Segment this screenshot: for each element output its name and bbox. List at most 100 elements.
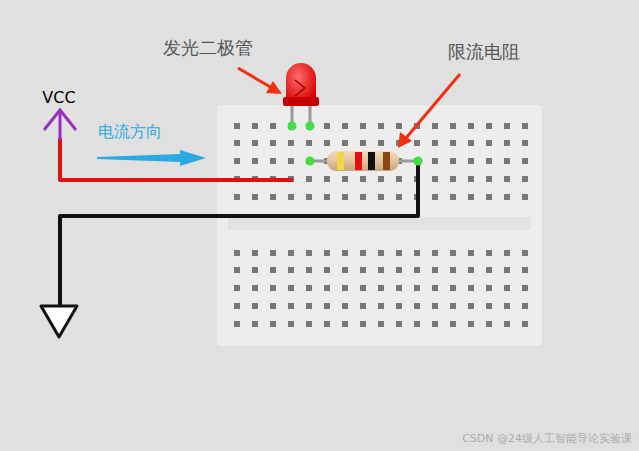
breadboard-hole bbox=[414, 250, 420, 256]
breadboard-hole bbox=[378, 140, 384, 146]
breadboard-hole bbox=[252, 123, 258, 129]
pin-dot bbox=[306, 122, 315, 131]
breadboard-hole bbox=[432, 250, 438, 256]
breadboard-hole bbox=[306, 140, 312, 146]
breadboard-hole bbox=[378, 176, 384, 182]
breadboard-hole bbox=[414, 140, 420, 146]
breadboard-hole bbox=[378, 285, 384, 291]
pin-dot bbox=[306, 157, 315, 166]
breadboard-hole bbox=[360, 194, 366, 200]
breadboard-hole bbox=[342, 176, 348, 182]
breadboard-hole bbox=[270, 321, 276, 327]
breadboard-hole bbox=[324, 140, 330, 146]
breadboard-hole bbox=[360, 285, 366, 291]
breadboard-hole bbox=[504, 194, 510, 200]
breadboard-hole bbox=[432, 123, 438, 129]
breadboard-hole bbox=[342, 267, 348, 273]
breadboard-hole bbox=[234, 123, 240, 129]
resistor-band bbox=[337, 152, 344, 170]
breadboard-hole bbox=[324, 123, 330, 129]
breadboard-hole bbox=[468, 176, 474, 182]
breadboard-hole bbox=[450, 250, 456, 256]
breadboard-hole bbox=[450, 303, 456, 309]
breadboard-hole bbox=[306, 285, 312, 291]
pin-dot bbox=[414, 157, 423, 166]
breadboard-hole bbox=[234, 140, 240, 146]
breadboard-hole bbox=[504, 140, 510, 146]
breadboard-hole bbox=[450, 140, 456, 146]
breadboard-hole bbox=[522, 250, 528, 256]
breadboard-hole bbox=[432, 194, 438, 200]
breadboard-hole bbox=[396, 321, 402, 327]
breadboard-hole bbox=[234, 303, 240, 309]
breadboard-hole bbox=[252, 194, 258, 200]
breadboard-hole bbox=[252, 285, 258, 291]
breadboard-hole bbox=[432, 158, 438, 164]
breadboard-hole bbox=[234, 285, 240, 291]
ground-wire bbox=[60, 165, 418, 305]
breadboard-hole bbox=[270, 194, 276, 200]
breadboard-hole bbox=[450, 176, 456, 182]
breadboard-hole bbox=[270, 123, 276, 129]
breadboard-hole bbox=[234, 158, 240, 164]
breadboard-hole bbox=[522, 285, 528, 291]
breadboard-hole bbox=[324, 267, 330, 273]
breadboard-hole bbox=[486, 321, 492, 327]
breadboard-hole bbox=[306, 303, 312, 309]
breadboard-hole bbox=[252, 303, 258, 309]
resistor-symbol bbox=[327, 151, 399, 171]
breadboard-hole bbox=[306, 321, 312, 327]
breadboard-hole bbox=[522, 176, 528, 182]
breadboard-hole bbox=[342, 194, 348, 200]
breadboard-hole bbox=[504, 267, 510, 273]
breadboard-hole bbox=[324, 194, 330, 200]
breadboard-hole bbox=[324, 176, 330, 182]
breadboard-hole bbox=[468, 194, 474, 200]
breadboard-hole bbox=[234, 321, 240, 327]
breadboard-hole bbox=[468, 321, 474, 327]
breadboard-hole bbox=[432, 267, 438, 273]
breadboard-hole bbox=[234, 250, 240, 256]
breadboard-hole bbox=[360, 321, 366, 327]
breadboard-hole bbox=[378, 123, 384, 129]
breadboard-hole bbox=[252, 321, 258, 327]
breadboard-hole bbox=[396, 267, 402, 273]
led-rim bbox=[283, 97, 319, 106]
breadboard-hole bbox=[288, 158, 294, 164]
breadboard-hole bbox=[522, 140, 528, 146]
breadboard-holes bbox=[234, 123, 528, 327]
breadboard-hole bbox=[432, 321, 438, 327]
resistor-band bbox=[368, 152, 375, 170]
breadboard-hole bbox=[396, 194, 402, 200]
breadboard-hole bbox=[306, 176, 312, 182]
breadboard-hole bbox=[468, 250, 474, 256]
breadboard-hole bbox=[450, 267, 456, 273]
current-arrow bbox=[97, 150, 206, 166]
breadboard-hole bbox=[288, 321, 294, 327]
breadboard-hole bbox=[486, 194, 492, 200]
vcc-symbol bbox=[44, 110, 76, 130]
resistor-band bbox=[383, 152, 390, 170]
breadboard-hole bbox=[288, 267, 294, 273]
breadboard-hole bbox=[378, 303, 384, 309]
breadboard-hole bbox=[270, 303, 276, 309]
breadboard-hole bbox=[306, 250, 312, 256]
breadboard-hole bbox=[360, 303, 366, 309]
breadboard-hole bbox=[378, 321, 384, 327]
resistor-band bbox=[355, 152, 362, 170]
breadboard-hole bbox=[450, 158, 456, 164]
breadboard-hole bbox=[504, 123, 510, 129]
breadboard-hole bbox=[360, 267, 366, 273]
breadboard-hole bbox=[378, 267, 384, 273]
breadboard-hole bbox=[342, 285, 348, 291]
breadboard-hole bbox=[378, 194, 384, 200]
breadboard-hole bbox=[342, 123, 348, 129]
breadboard-hole bbox=[414, 321, 420, 327]
breadboard-hole bbox=[468, 123, 474, 129]
breadboard-hole bbox=[432, 176, 438, 182]
breadboard-hole bbox=[486, 303, 492, 309]
breadboard-hole bbox=[324, 285, 330, 291]
breadboard-hole bbox=[504, 250, 510, 256]
